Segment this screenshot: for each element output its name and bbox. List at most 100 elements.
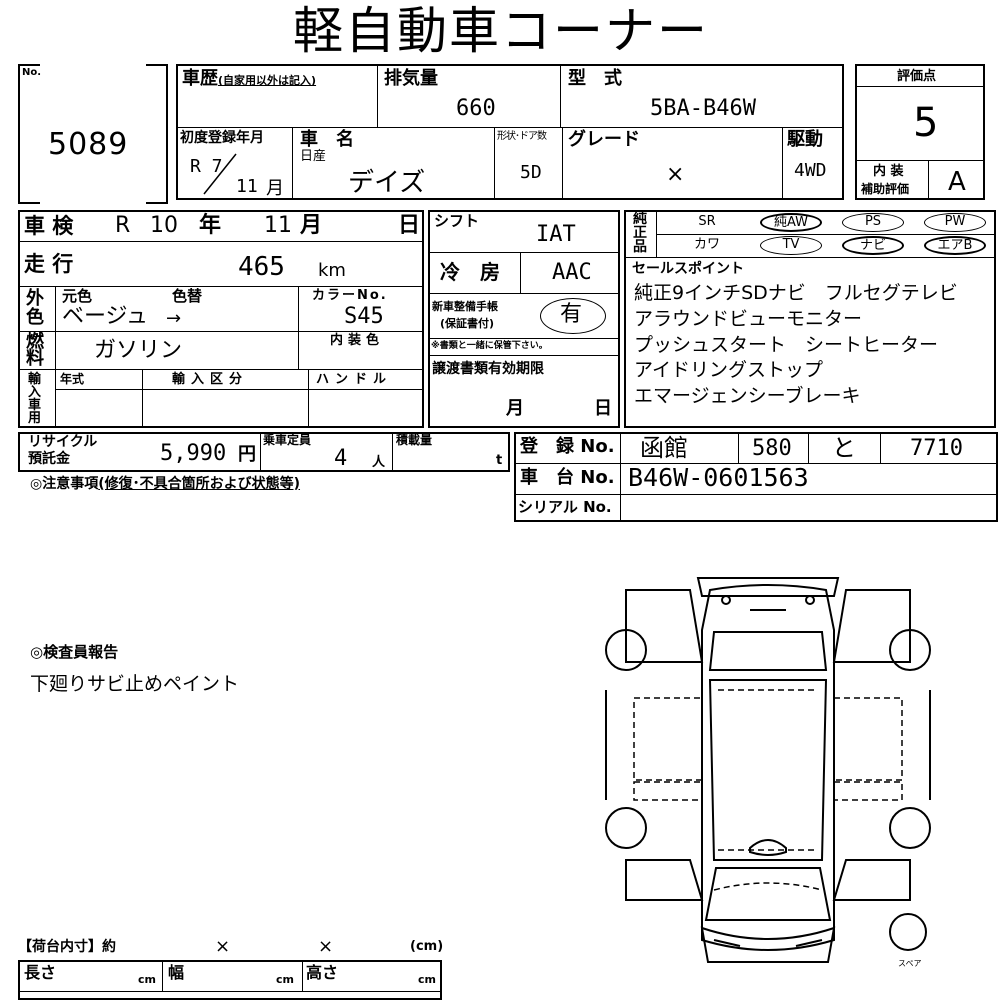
chassis-value: B46W-0601563	[628, 463, 809, 492]
color-arrow: →	[166, 308, 182, 329]
first-reg-month: 11	[236, 176, 258, 197]
registration-label: 登 録 No.	[520, 436, 615, 457]
registration-number: 7710	[910, 436, 963, 461]
model-code-value: 5BA-B46W	[650, 96, 756, 121]
score-label: 評価点	[897, 69, 937, 84]
fuel-label-b: 料	[26, 348, 44, 369]
sales-point: アラウンドビューモニター	[634, 308, 863, 330]
equipment-leather: カワ	[693, 237, 720, 252]
sales-point: エマージェンシーブレーキ	[634, 385, 861, 407]
shift-table	[428, 210, 620, 428]
equipment-navigation: ナビ	[842, 236, 904, 255]
manual-oval	[540, 298, 606, 334]
notes-label: ◎注意事項(修復･不具合箇所および状態等)	[30, 476, 301, 492]
model-code-label: 型 式	[568, 68, 622, 89]
equipment-tv: TV	[760, 236, 822, 255]
transfer-day-unit: 日	[594, 398, 612, 419]
shift-label: シフト	[434, 212, 480, 230]
inspector-label: ◎検査員報告	[30, 643, 119, 661]
import-handle-label: ハンドル	[316, 372, 393, 387]
cargo-label: 【荷台内寸】約	[18, 939, 116, 955]
cargo-width-unit: cm	[276, 973, 294, 986]
grade-value: ×	[666, 162, 685, 187]
inspection-month-unit: 月	[300, 213, 323, 238]
inspection-year: 10	[150, 213, 178, 238]
grade-label: グレード	[568, 129, 640, 150]
car-body-diagram	[605, 577, 931, 963]
score-box	[855, 64, 985, 200]
color-original: ベージュ	[62, 304, 149, 329]
registration-table	[514, 432, 998, 522]
interior-color-label: 内装色	[330, 333, 385, 348]
inspection-table	[18, 210, 424, 428]
first-reg-label: 初度登録年月	[180, 130, 264, 146]
capacity-unit: 人	[372, 455, 386, 470]
color-code: S45	[344, 304, 384, 329]
score-value: 5	[913, 100, 939, 146]
displacement-value: 660	[456, 96, 496, 121]
lot-number: 5089	[48, 127, 129, 162]
history-label: 車歴(自家用以外は記入)	[182, 68, 317, 89]
page-title: 軽自動車コーナー	[293, 2, 709, 60]
inspection-month: 11	[264, 213, 292, 238]
equipment-alloy-wheels: 純AW	[760, 213, 822, 232]
equipment-power-steering: PS	[842, 213, 904, 232]
car-maker: 日産	[300, 149, 327, 164]
chassis-label: 車 台 No.	[520, 467, 615, 488]
load-unit: t	[496, 453, 503, 468]
registration-kana: と	[832, 434, 856, 462]
registration-region: 函館	[640, 434, 688, 462]
mileage-label: 走 行	[24, 252, 74, 276]
equipment-label: 純正品	[633, 211, 647, 255]
cargo-x2: ×	[318, 936, 334, 957]
car-name-label: 車 名	[300, 129, 354, 150]
spare-tire-label: スペア	[898, 959, 922, 968]
color-change-label: 色替	[172, 287, 203, 305]
sales-point: アイドリングストップ	[634, 359, 824, 381]
color-code-label: カラーNo.	[312, 288, 388, 303]
cargo-unit: (cm)	[410, 939, 444, 954]
interior-score-label-2: 補助評価	[861, 182, 910, 196]
vehicle-info-table	[176, 64, 844, 200]
recycle-unit: 円	[238, 444, 256, 465]
sales-points-label: セールスポイント	[632, 261, 744, 277]
aircon-value: AAC	[552, 260, 592, 285]
cargo-width-label: 幅	[168, 963, 185, 982]
import-year-label: 年式	[60, 372, 85, 386]
spare-tire	[889, 913, 927, 951]
inspector-text: 下廻りサビ止めペイント	[30, 673, 240, 695]
registration-class: 580	[752, 436, 792, 461]
first-reg-era: R 7	[190, 156, 223, 177]
load-label: 積載量	[396, 433, 433, 447]
displacement-label: 排気量	[384, 68, 438, 89]
drive-value: 4WD	[794, 160, 827, 181]
sales-point: 純正9インチSDナビ フルセグテレビ	[634, 282, 958, 304]
body-label: 形状･ドア数	[497, 131, 547, 142]
fuel-label-a: 燃	[26, 331, 44, 352]
color-label-a: 外	[26, 288, 44, 309]
color-original-label: 元色	[62, 287, 93, 305]
mileage-unit: km	[318, 260, 346, 281]
equipment-sr: SR	[698, 214, 716, 229]
equipment-power-windows: PW	[924, 213, 986, 232]
recycle-table	[18, 432, 510, 472]
serial-label: シリアル No.	[518, 498, 612, 516]
equipment-table	[624, 210, 996, 428]
cargo-x1: ×	[215, 936, 231, 957]
first-reg-slash	[203, 153, 237, 195]
fuel-value: ガソリン	[94, 338, 183, 363]
transfer-label: 譲渡書類有効期限	[432, 361, 544, 377]
lot-number-label: No.	[22, 67, 42, 78]
body-value: 5D	[520, 162, 542, 183]
manual-note: ※書類と一緒に保管下さい。	[431, 341, 548, 351]
manual-label-1: 新車整備手帳	[432, 300, 498, 313]
transfer-month-unit: 月	[506, 398, 524, 419]
cargo-height-unit: cm	[418, 973, 436, 986]
cargo-length-unit: cm	[138, 973, 156, 986]
capacity-label: 乗車定員	[263, 433, 312, 447]
sales-point: プッシュスタート シートヒーター	[634, 334, 939, 356]
capacity-value: 4	[334, 446, 348, 471]
import-label: 輸入車用	[28, 372, 42, 426]
cargo-length-label: 長さ	[24, 963, 57, 982]
first-reg-month-unit: 月	[266, 178, 284, 199]
